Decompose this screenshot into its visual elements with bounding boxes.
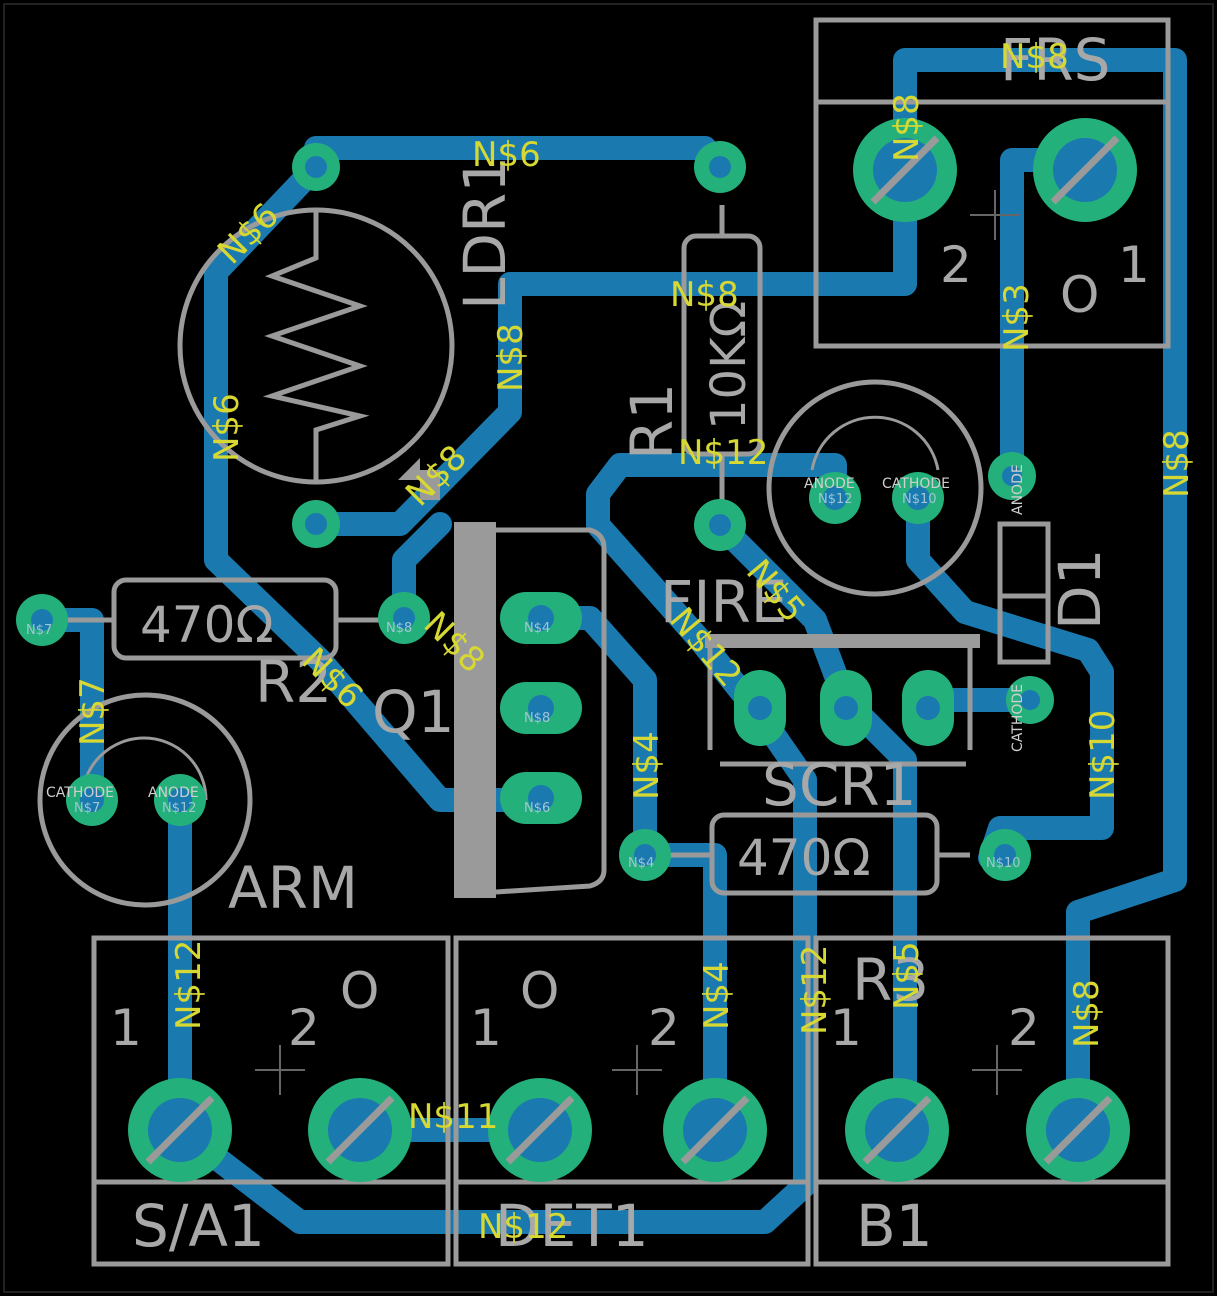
net-label-n8-ldr: N$8 xyxy=(491,323,531,392)
svg-text:N$4: N$4 xyxy=(628,856,654,871)
svg-text:N$7: N$7 xyxy=(74,801,100,816)
frs-label: FRS xyxy=(1000,26,1110,94)
net-label-n12-r1: N$12 xyxy=(678,433,768,473)
q1-outline xyxy=(495,527,607,895)
det1-pin-circle: O xyxy=(520,962,559,1020)
svg-text:N$8: N$8 xyxy=(386,621,412,636)
net-label-n12-bottom: N$12 xyxy=(478,1207,568,1247)
scr1-label: SCR1 xyxy=(762,751,917,819)
sa1-pin1-label: 1 xyxy=(110,999,142,1057)
terminal-slashes xyxy=(145,135,1120,1165)
net-label-n8-frs-top: N$8 xyxy=(1000,37,1069,77)
svg-text:N$12: N$12 xyxy=(818,492,853,507)
net-label-n6-top: N$6 xyxy=(472,135,541,175)
det1-outline xyxy=(453,935,811,1267)
arm-label: ARM xyxy=(228,854,358,922)
frs-pin2-label: 2 xyxy=(940,236,972,294)
b1-outline xyxy=(813,935,1171,1267)
arm-led-outline xyxy=(37,692,253,908)
arm-anode-label: ANODE xyxy=(148,785,199,801)
led-polarity-labels: ANODE CATHODE CATHODE ANODE ANODE CATHOD… xyxy=(46,464,1026,801)
frs-pin1-label: 1 xyxy=(1118,236,1150,294)
net-label-n8-frs-vert: N$8 xyxy=(887,93,927,162)
fire-cathode-label: CATHODE xyxy=(882,476,950,492)
q1-heatsink-tab xyxy=(454,522,496,898)
fire-anode-label: ANODE xyxy=(804,476,855,492)
net-label-n12-sa1: N$12 xyxy=(169,940,209,1030)
b1-pin2-label: 2 xyxy=(1008,999,1040,1057)
svg-text:N$10: N$10 xyxy=(902,492,937,507)
sa1-label: S/A1 xyxy=(132,1192,265,1260)
net-label-n6-left: N$6 xyxy=(207,393,247,462)
svg-text:N$8: N$8 xyxy=(524,711,550,726)
det1-label: DET1 xyxy=(495,1192,649,1260)
net-label-n4-q1: N$4 xyxy=(627,731,667,800)
r1-value: 10KΩ xyxy=(701,301,757,430)
ldr1-label: LDR1 xyxy=(451,156,519,310)
arm-cathode-label: CATHODE xyxy=(46,785,114,801)
net-label-n7: N$7 xyxy=(73,677,113,746)
q1-label: Q1 xyxy=(372,678,455,746)
reference-labels: LDR1 R1 10KΩ 470Ω R2 Q1 FIRE SCR1 470Ω R… xyxy=(132,26,1114,1260)
r2-value: 470Ω xyxy=(140,596,274,654)
r3-value: 470Ω xyxy=(737,829,871,887)
net-label-n10: N$10 xyxy=(1083,710,1123,800)
scr1-outline xyxy=(707,648,973,767)
b1-label: B1 xyxy=(856,1192,933,1260)
silkscreen xyxy=(37,17,1171,1267)
fire-label: FIRE xyxy=(660,568,787,636)
trace-n10 xyxy=(906,486,1114,870)
frs-outline xyxy=(813,17,1171,349)
d1-anode-label: ANODE xyxy=(1010,464,1026,515)
net-label-n5-b1: N$5 xyxy=(887,941,927,1010)
net-label-n8-right: N$8 xyxy=(1157,429,1197,498)
svg-text:N$10: N$10 xyxy=(986,856,1021,871)
pin-labels: 1 2 O 1 2 O 1 2 2 1 O xyxy=(110,236,1150,1057)
pad-net-labels: N$12 N$10 N$7 N$12 N$7 N$8 N$4 N$8 N$6 N… xyxy=(26,492,1021,871)
ldr1-zigzag xyxy=(262,210,370,480)
svg-text:N$12: N$12 xyxy=(162,801,197,816)
svg-text:N$7: N$7 xyxy=(26,623,52,638)
det1-pin1-label: 1 xyxy=(470,999,502,1057)
r2-label: R2 xyxy=(255,648,332,716)
svg-text:N$6: N$6 xyxy=(524,801,550,816)
d1-label: D1 xyxy=(1046,548,1114,630)
d1-outline xyxy=(997,521,1051,665)
trace-n12 xyxy=(168,453,817,1234)
net-label-n8-r1: N$8 xyxy=(670,275,739,315)
det1-pin2-label: 2 xyxy=(648,999,680,1057)
sa1-pin2-label: 2 xyxy=(288,999,320,1057)
frs-pin-circle: O xyxy=(1060,266,1099,324)
d1-cathode-label: CATHODE xyxy=(1010,684,1026,752)
scr1-tab xyxy=(705,634,980,648)
svg-text:N$4: N$4 xyxy=(524,621,550,636)
net-label-n12-det: N$12 xyxy=(795,945,835,1035)
net-label-n11: N$11 xyxy=(408,1097,498,1137)
fire-led-outline xyxy=(766,379,984,597)
b1-pin1-label: 1 xyxy=(830,999,862,1057)
sa1-pin-circle: O xyxy=(340,962,379,1020)
r3-label: R3 xyxy=(852,946,929,1014)
sa1-outline xyxy=(91,935,451,1267)
net-label-n3: N$3 xyxy=(997,283,1037,352)
r1-label: R1 xyxy=(618,383,686,460)
net-label-n4-det: N$4 xyxy=(697,961,737,1030)
net-label-n8-b1: N$8 xyxy=(1067,979,1107,1048)
